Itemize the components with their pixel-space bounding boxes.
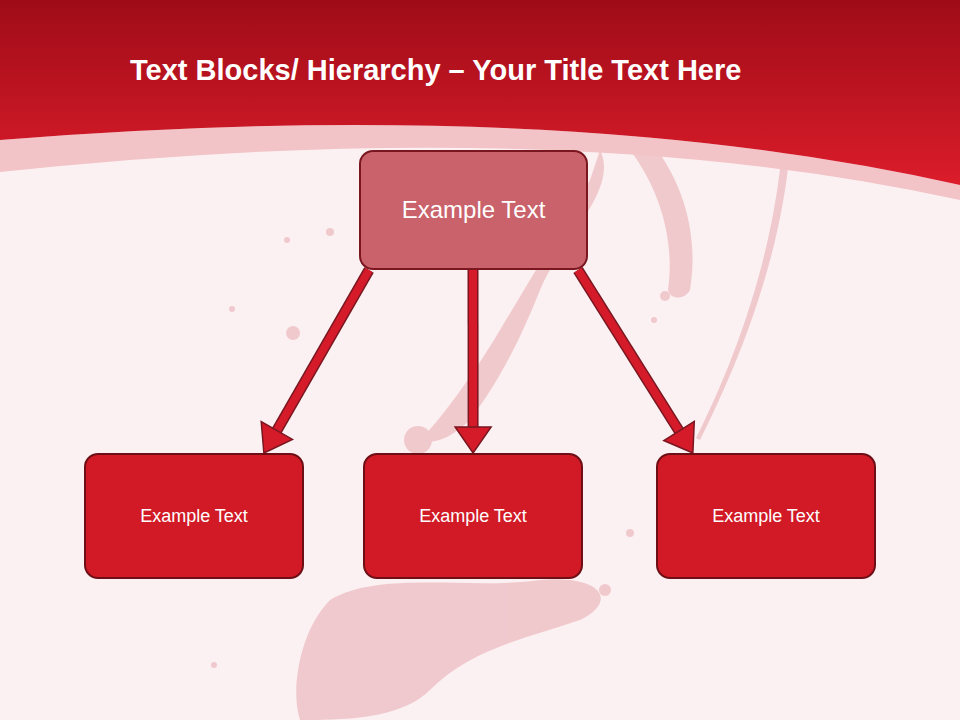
child-box: Example Text — [656, 453, 876, 579]
arrow-head — [455, 427, 491, 453]
block-arrow — [578, 270, 694, 453]
arrow-outline — [578, 270, 680, 433]
box-label: Example Text — [140, 506, 248, 527]
arrow-outline — [468, 270, 479, 429]
child-box: Example Text — [84, 453, 304, 579]
slide-title: Text Blocks/ Hierarchy – Your Title Text… — [130, 54, 741, 87]
arrow-shaft — [469, 270, 477, 429]
child-box: Example Text — [363, 453, 583, 579]
block-arrow — [455, 270, 491, 453]
box-label: Example Text — [402, 196, 546, 224]
paint-splash — [211, 124, 790, 720]
box-label: Example Text — [712, 506, 820, 527]
arrow-shaft — [578, 270, 680, 433]
box-label: Example Text — [419, 506, 527, 527]
parent-box: Example Text — [359, 150, 588, 270]
arrow-head — [664, 421, 694, 453]
arrow-outline — [276, 270, 369, 432]
arrow-head — [261, 421, 292, 453]
arrow-shaft — [276, 270, 369, 432]
block-arrow — [261, 270, 369, 453]
